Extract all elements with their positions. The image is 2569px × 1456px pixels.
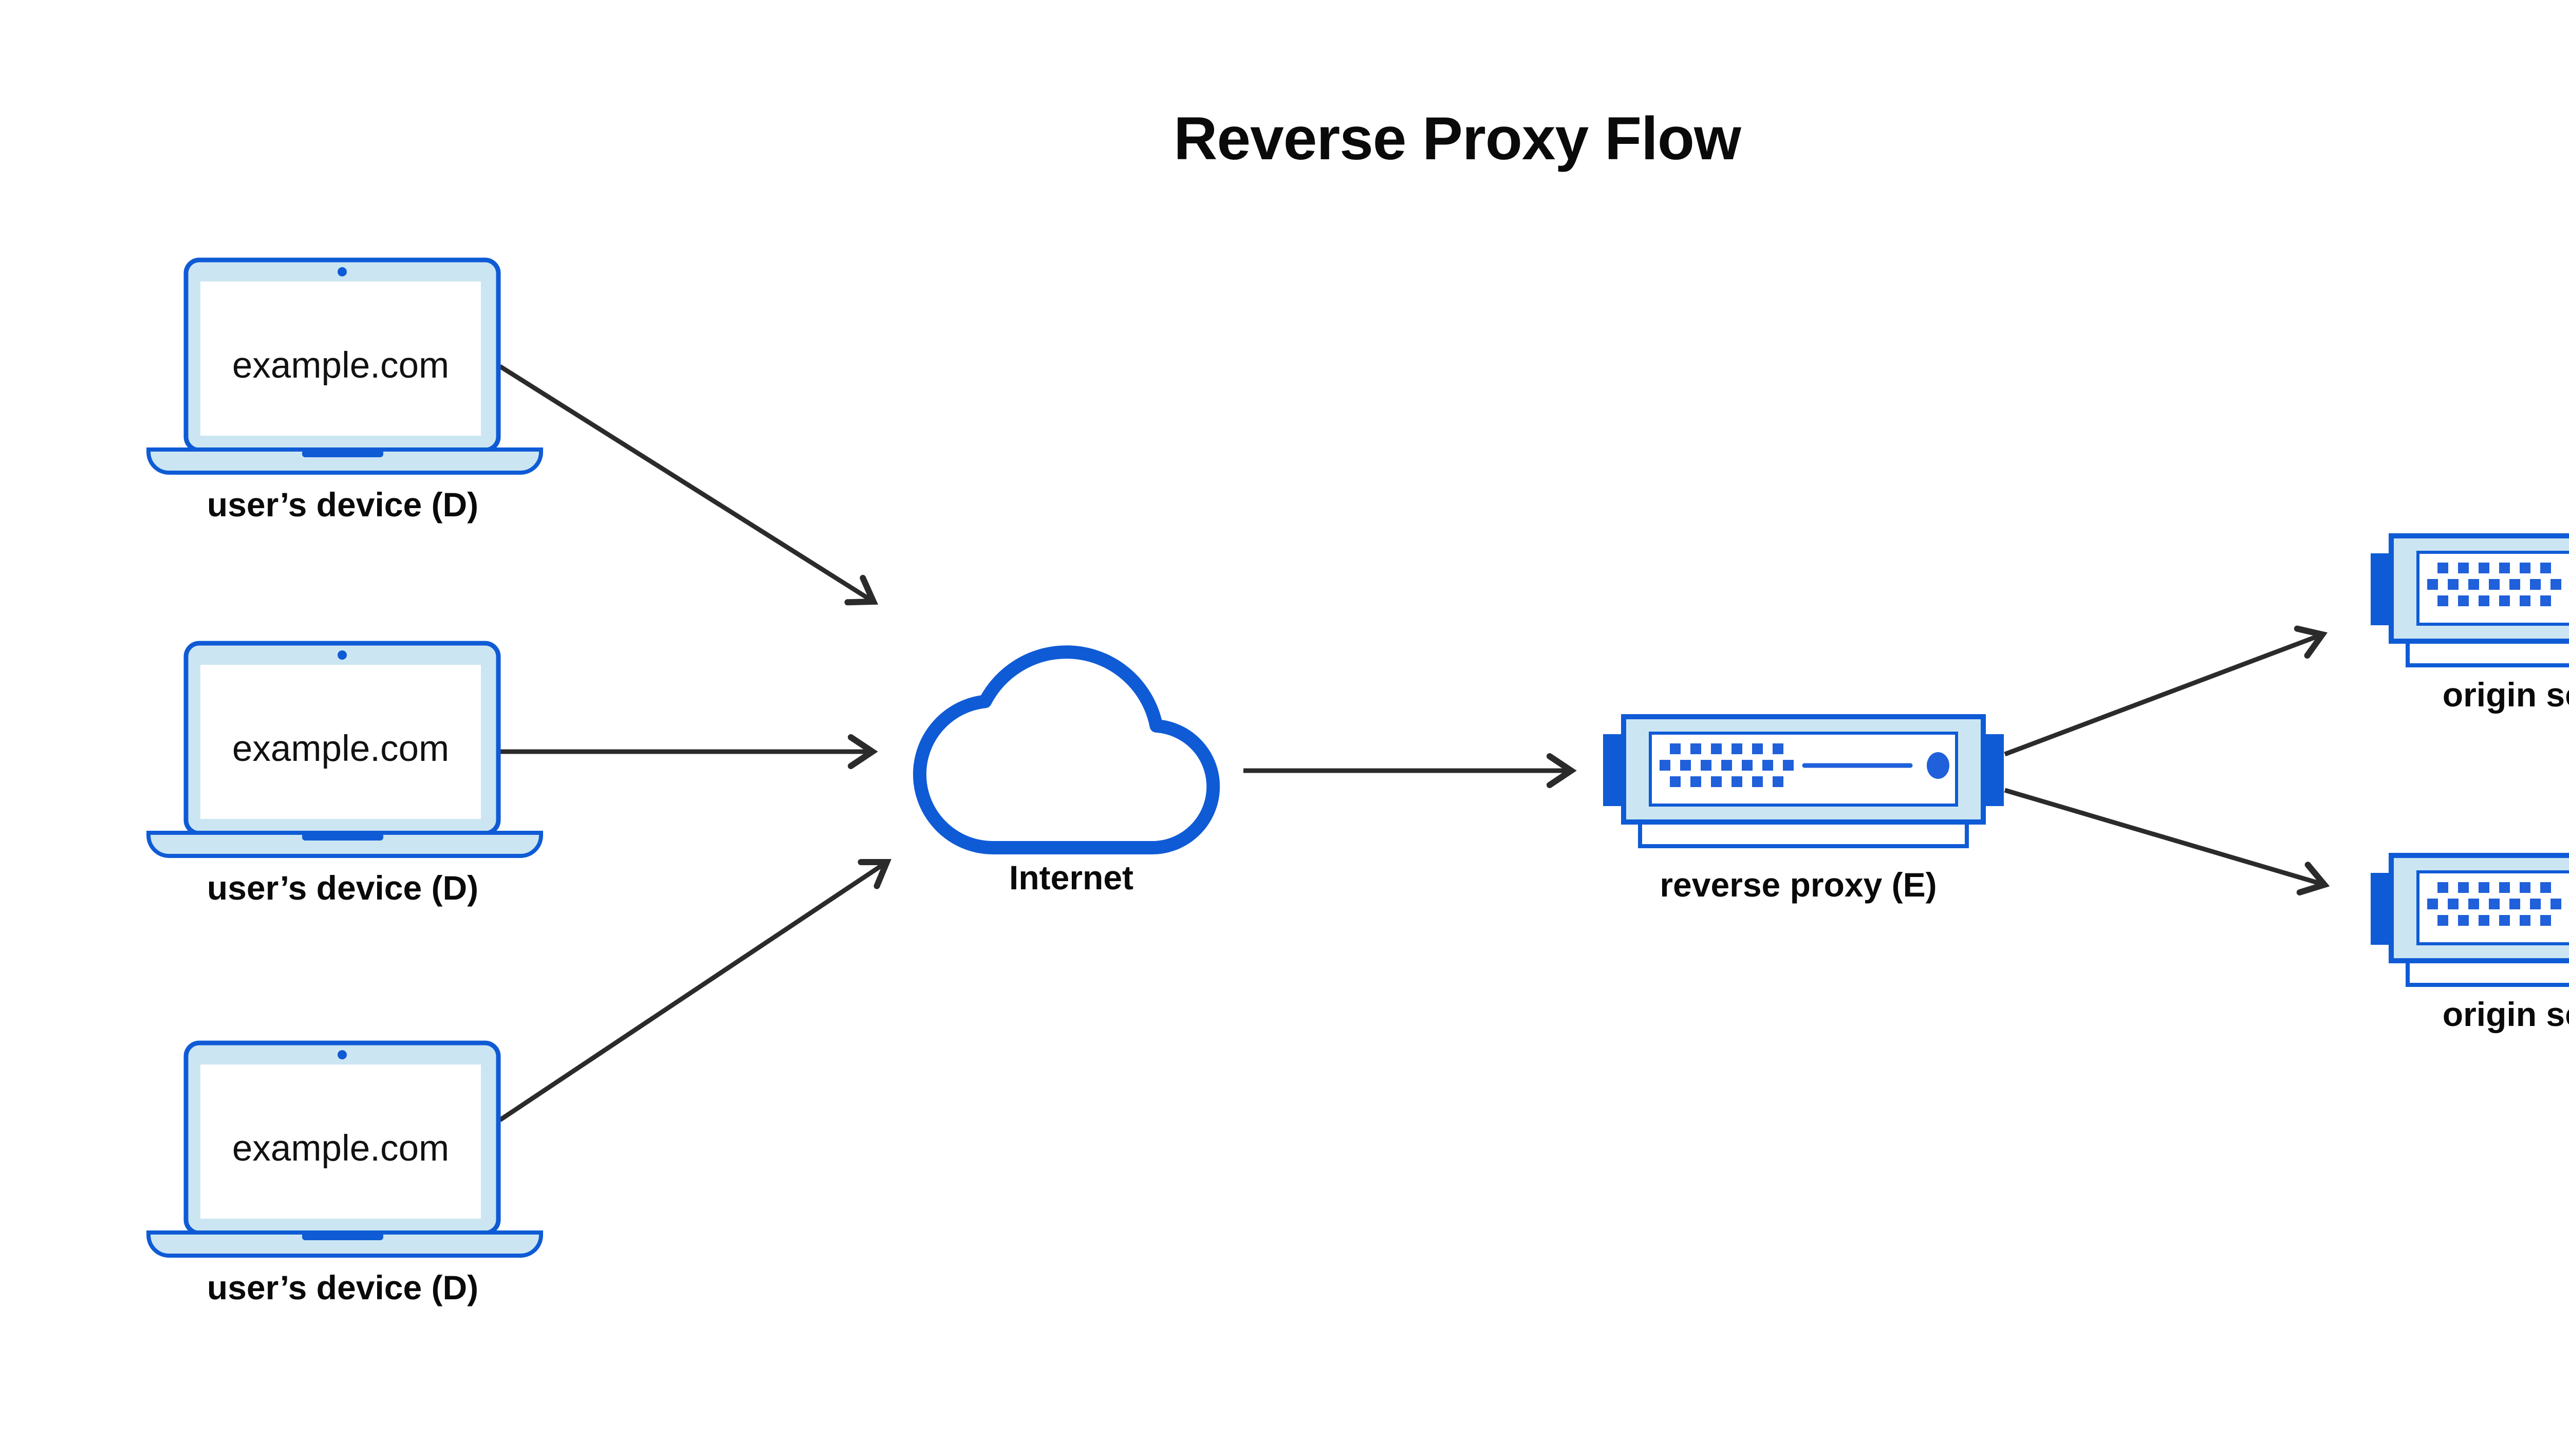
- server-vent-dots: [1660, 743, 1794, 787]
- laptop-hinge-notch: [302, 450, 383, 457]
- server-vent-dots: [2427, 882, 2561, 926]
- laptop-screen: [200, 1065, 481, 1219]
- arrow-device3-internet: [498, 859, 891, 1122]
- arrow-device1-internet: [498, 364, 879, 606]
- arrow-proxy-origin2: [2004, 788, 2330, 895]
- device-screen-text: example.com: [232, 1128, 449, 1169]
- user-device-2: example.com user’s device (D): [146, 641, 543, 907]
- origin-server-2: origin server (F): [2371, 853, 2569, 1033]
- device-label: user’s device (D): [207, 1268, 478, 1306]
- reverse-proxy-label: reverse proxy (E): [1660, 866, 1937, 904]
- laptop-base: [146, 1230, 543, 1258]
- laptop-icon: [146, 641, 543, 858]
- internet: Internet: [913, 645, 1220, 897]
- server-vent-dots: [2427, 563, 2561, 606]
- server-icon: [1603, 714, 2004, 848]
- laptop-icon: [146, 1040, 543, 1258]
- laptop-screen: [200, 665, 481, 819]
- server-power-dot: [1927, 752, 1949, 779]
- laptop-base: [146, 831, 543, 858]
- origin-server-2-label: origin server (F): [2443, 995, 2569, 1033]
- laptop-hinge-notch: [302, 833, 383, 841]
- laptop-base: [146, 447, 543, 475]
- cloud-icon: [913, 645, 1220, 854]
- server-icon: [2371, 533, 2569, 667]
- user-device-1: example.com user’s device (D): [146, 257, 543, 524]
- arrow-proxy-origin1: [2004, 625, 2328, 757]
- server-icon: [2371, 853, 2569, 987]
- device-label: user’s device (D): [207, 486, 478, 524]
- laptop-screen: [200, 282, 481, 436]
- laptop-hinge-notch: [302, 1233, 383, 1240]
- origin-server-1-label: origin server (F): [2443, 676, 2569, 714]
- reverse-proxy: reverse proxy (E): [1603, 714, 2004, 904]
- webcam-icon: [338, 1050, 347, 1059]
- flow-arrows: [498, 364, 2330, 1122]
- user-device-3: example.com user’s device (D): [146, 1040, 543, 1306]
- device-label: user’s device (D): [207, 869, 478, 907]
- origin-server-1: origin server (F): [2371, 533, 2569, 714]
- webcam-icon: [338, 650, 347, 660]
- page-title: Reverse Proxy Flow: [1174, 105, 1742, 173]
- internet-label: Internet: [1009, 858, 1133, 897]
- device-screen-text: example.com: [232, 345, 449, 386]
- webcam-icon: [338, 267, 347, 276]
- laptop-icon: [146, 257, 543, 475]
- device-screen-text: example.com: [232, 729, 449, 769]
